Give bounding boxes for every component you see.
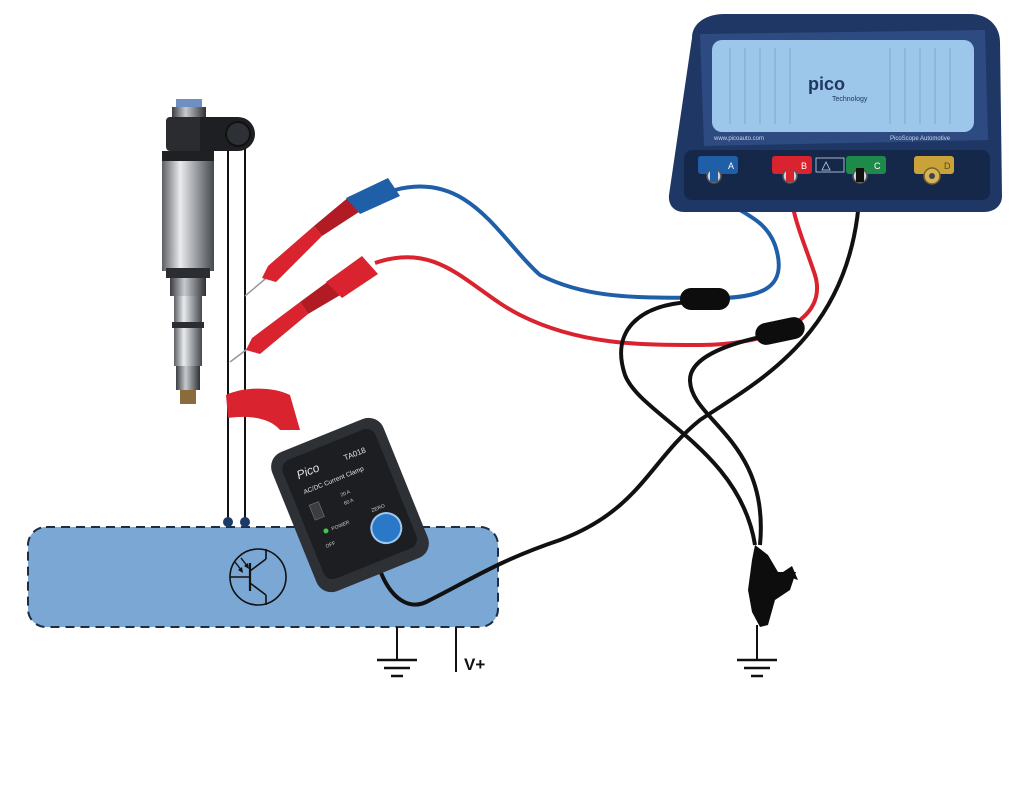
scope-url: www.picoauto.com bbox=[713, 136, 764, 142]
clamp-zero-label: ZERO bbox=[371, 503, 386, 514]
injector-icon bbox=[162, 99, 255, 404]
crocodile-clip-icon bbox=[748, 545, 798, 627]
clamp-range-2: 60 A bbox=[343, 497, 355, 507]
clamp-power-led bbox=[323, 528, 329, 534]
channel-a-label: A bbox=[728, 161, 734, 171]
scope-plugs bbox=[710, 168, 864, 182]
clamp-off-label: OFF bbox=[325, 541, 337, 550]
scope-panel bbox=[712, 40, 974, 132]
earth-lead-b bbox=[687, 333, 771, 546]
supply-label: V+ bbox=[464, 655, 485, 674]
channel-d-label: D bbox=[944, 161, 951, 171]
ground-symbol-icon bbox=[377, 627, 417, 678]
channel-d-input[interactable]: D bbox=[914, 156, 954, 185]
transistor-icon bbox=[229, 548, 287, 606]
channel-warning-icon bbox=[815, 157, 845, 173]
red-lead-splitter bbox=[755, 317, 805, 345]
clamp-zero-button[interactable] bbox=[367, 509, 406, 548]
channel-c-label: C bbox=[874, 161, 881, 171]
ground-symbol-icon bbox=[737, 625, 777, 678]
scope-brand: pico bbox=[808, 74, 845, 94]
channel-b-label: B bbox=[801, 161, 807, 171]
scope-brand-sub: Technology bbox=[832, 96, 868, 103]
injector-wires bbox=[223, 138, 250, 527]
clamp-range-1: 20 A bbox=[340, 489, 352, 499]
blue-lead-splitter bbox=[680, 288, 730, 310]
current-clamp: Pico TA018 AC/DC Current Clamp 20 A 60 A… bbox=[226, 388, 429, 593]
red-test-lead bbox=[374, 171, 819, 348]
earth-lead-a bbox=[619, 300, 757, 546]
blue-back-probe bbox=[244, 178, 400, 297]
red-back-probe bbox=[229, 256, 378, 363]
scope-model: PicoScope Automotive bbox=[890, 136, 951, 142]
picoscope-device: pico Technology www.picoauto.com PicoSco… bbox=[668, 14, 1002, 212]
clamp-range-switch[interactable] bbox=[308, 501, 325, 521]
clamp-cable bbox=[376, 174, 862, 607]
